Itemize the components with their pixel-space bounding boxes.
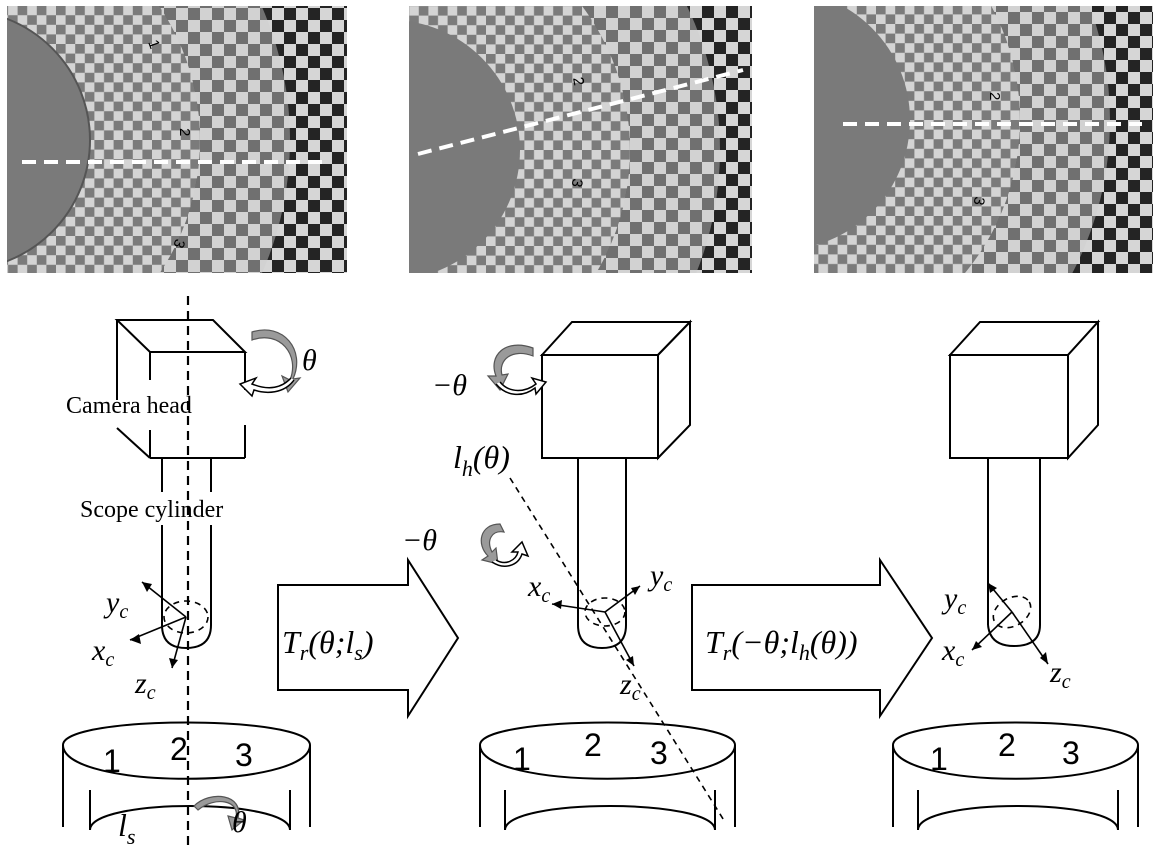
camera-head-cube-right	[947, 319, 1101, 461]
y-axis-label-right: yc	[941, 582, 966, 619]
ring-left-num-3: 3	[235, 737, 253, 773]
transform2-label: Tr(−θ;lh(θ))	[705, 624, 858, 665]
pattern-ring-middle	[479, 721, 736, 831]
photo-right: 2 3	[814, 6, 1153, 273]
z-axis-label-middle: zc	[619, 668, 641, 705]
photo-middle-num-3: 3	[568, 177, 586, 188]
z-axis-label-right: zc	[1049, 656, 1071, 693]
rotation-arrow-outline-icon	[238, 376, 295, 398]
camera-head-box	[114, 319, 248, 459]
camera-head-cube	[539, 319, 693, 461]
transform-arrow-1: Tr(θ;ls)	[277, 556, 460, 720]
ring-middle-num-2: 2	[584, 727, 602, 763]
camera-axes-right	[971, 582, 1049, 665]
photo-middle-reference-line	[417, 68, 744, 156]
rotation-arrow-icon	[251, 329, 302, 394]
diagram-left: θ Camera head Scope cylinder yc xc zc 1 …	[62, 296, 317, 846]
ls-label: ls	[118, 807, 135, 846]
pattern-ring-right	[892, 721, 1139, 831]
scope-cylinder-right	[987, 458, 1041, 648]
camera-axes-left	[129, 581, 187, 669]
ring-middle-num-3: 3	[650, 735, 668, 771]
photo-left-num-2: 2	[176, 128, 193, 136]
x-axis-label-middle: xc	[527, 570, 550, 607]
neg-theta-label-low: −θ	[402, 524, 437, 557]
photo-right-num-3: 3	[970, 195, 988, 206]
pattern-ring-left	[62, 721, 311, 831]
rotation-arrow-middle-top-icon	[486, 344, 534, 392]
photo-left: 1 2 3	[7, 6, 347, 273]
transform-arrow-2: Tr(−θ;lh(θ))	[691, 556, 934, 720]
y-axis-label-middle: yc	[647, 559, 672, 596]
ring-middle-num-1: 1	[513, 741, 531, 777]
diagram-middle: xc yc zc −θ lh(θ) −θ 1 2 3	[402, 319, 736, 831]
rotation-arrow-bottom-icon	[193, 795, 246, 832]
rotation-arrow-middle-low-icon	[480, 523, 506, 565]
ring-right-num-1: 1	[930, 741, 948, 777]
transform1-label: Tr(θ;ls)	[282, 624, 374, 665]
photo-right-num-2: 2	[986, 92, 1003, 100]
diagram-right: yc xc zc 1 2 3	[892, 319, 1139, 831]
ring-left-num-1: 1	[103, 743, 121, 779]
z-axis-label-left: zc	[134, 667, 156, 704]
scope-cylinder-middle	[577, 458, 627, 650]
neg-theta-label-top: −θ	[432, 369, 467, 402]
rotation-axis-middle	[509, 477, 726, 823]
rotation-arrow-middle-low-outline-icon	[491, 540, 530, 567]
lh-label: lh(θ)	[453, 439, 510, 481]
ring-right-num-2: 2	[998, 727, 1016, 763]
x-axis-label-right: xc	[941, 634, 964, 671]
photo-middle: 2 3	[409, 6, 752, 273]
photo-middle-num-2: 2	[569, 76, 587, 87]
camera-head-label: Camera head	[66, 393, 192, 419]
theta-label-bottom: θ	[232, 806, 247, 839]
x-axis-label-left: xc	[91, 634, 114, 671]
ring-left-num-2: 2	[170, 731, 188, 767]
camera-axes-middle	[551, 585, 641, 667]
ring-right-num-3: 3	[1062, 735, 1080, 771]
scope-cylinder	[161, 458, 212, 650]
theta-label-top: θ	[302, 344, 317, 377]
rotation-arrow-middle-top-outline-icon	[495, 376, 548, 396]
y-axis-label-left: yc	[103, 586, 128, 623]
scope-cylinder-label: Scope cylinder	[80, 497, 223, 523]
